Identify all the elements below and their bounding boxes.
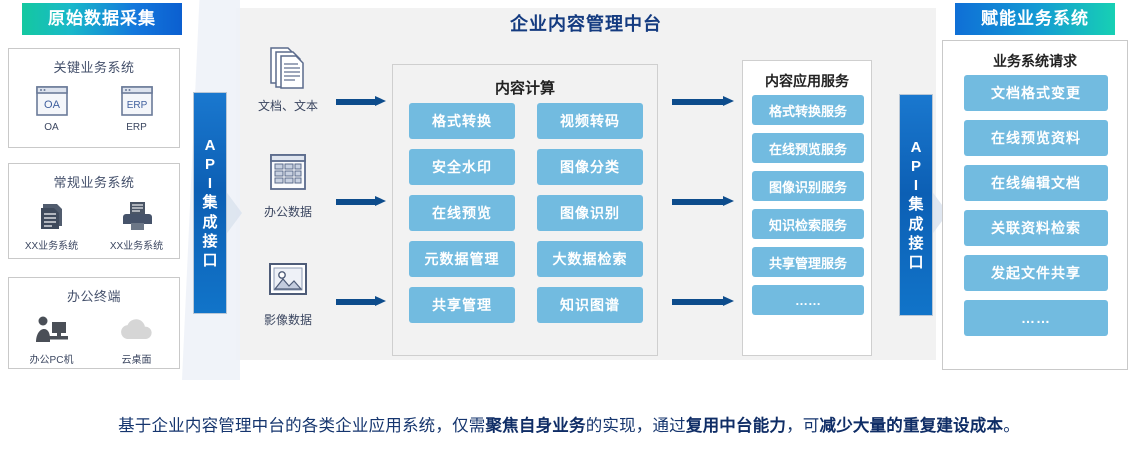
request-online-edit-document[interactable]: 在线编辑文档: [964, 165, 1108, 201]
documents-icon: [246, 42, 330, 94]
data-source-image-data: 影像数据: [246, 256, 330, 328]
source-item-oa: OA OA: [9, 82, 94, 133]
request-initiate-file-share[interactable]: 发起文件共享: [964, 255, 1108, 291]
request-online-preview-material[interactable]: 在线预览资料: [964, 120, 1108, 156]
tile-metadata-management[interactable]: 元数据管理: [409, 241, 515, 277]
summary-caption: 基于企业内容管理中台的各类企业应用系统，仅需聚焦自身业务的实现，通过复用中台能力…: [0, 412, 1138, 436]
api-char: 口: [908, 253, 924, 271]
data-source-label: 影像数据: [263, 313, 312, 327]
page-title: 企业内容管理中台: [510, 14, 662, 34]
source-group-title: 关键业务系统: [53, 60, 135, 75]
source-group-regular-business: 常规业务系统 XX业务系统: [8, 163, 180, 259]
api-integration-bar-left: A P I 集 成 接 口: [193, 92, 227, 314]
caption-bold-2: 复用中台能力: [685, 417, 787, 435]
api-char: P: [204, 156, 215, 174]
badge-empower-business-systems: 赋能业务系统: [955, 3, 1115, 35]
tile-video-transcode[interactable]: 视频转码: [537, 103, 643, 139]
service-share-management[interactable]: 共享管理服务: [752, 247, 864, 277]
api-char: 集: [202, 194, 218, 212]
service-knowledge-search[interactable]: 知识检索服务: [752, 209, 864, 239]
erp-window-icon: ERP: [94, 82, 179, 120]
content-computing-grid: 格式转换 视频转码 安全水印 图像分类 在线预览 图像识别 元数据管理 大数据检…: [409, 103, 643, 323]
tile-bigdata-search[interactable]: 大数据检索: [537, 241, 643, 277]
source-item-label: 云桌面: [121, 355, 152, 366]
source-item-office-pc: 办公PC机: [9, 311, 94, 366]
source-item-label: XX业务系统: [24, 241, 79, 252]
source-item-label: 办公PC机: [29, 355, 74, 366]
tile-share-management[interactable]: 共享管理: [409, 287, 515, 323]
image-icon: [246, 256, 330, 308]
tile-online-preview[interactable]: 在线预览: [409, 195, 515, 231]
business-system-requests-panel: 业务系统请求 文档格式变更 在线预览资料 在线编辑文档 关联资料检索 发起文件共…: [942, 40, 1128, 370]
business-system-requests-title: 业务系统请求: [993, 53, 1077, 69]
svg-text:ERP: ERP: [126, 100, 147, 111]
source-item-label: XX业务系统: [109, 241, 164, 252]
tile-knowledge-graph[interactable]: 知识图谱: [537, 287, 643, 323]
svg-text:OA: OA: [44, 99, 61, 111]
tile-security-watermark[interactable]: 安全水印: [409, 149, 515, 185]
request-related-material-search[interactable]: 关联资料检索: [964, 210, 1108, 246]
source-group-title: 常规业务系统: [53, 175, 135, 190]
arrow-documents-to-computing: [336, 96, 386, 107]
api-char: A: [204, 136, 216, 154]
arrow-image-to-computing: [336, 296, 386, 307]
data-source-documents: 文档、文本: [246, 42, 330, 114]
request-more[interactable]: ……: [964, 300, 1108, 336]
api-char: 接: [202, 232, 218, 250]
tile-image-recognition[interactable]: 图像识别: [537, 195, 643, 231]
tile-format-conversion[interactable]: 格式转换: [409, 103, 515, 139]
arrow-office-to-computing: [336, 196, 386, 207]
caption-part-2: 的实现，通过: [585, 417, 686, 435]
content-application-services-panel: 内容应用服务 格式转换服务 在线预览服务 图像识别服务 知识检索服务 共享管理服…: [742, 60, 872, 356]
caption-bold-1: 聚焦自身业务: [485, 417, 586, 435]
source-item-cloud-desktop: 云桌面: [94, 311, 179, 366]
source-group-title: 办公终端: [66, 289, 121, 304]
content-computing-panel: 内容计算 格式转换 视频转码 安全水印 图像分类 在线预览 图像识别 元数据管理…: [392, 64, 658, 356]
person-at-desk-icon: [9, 311, 94, 349]
tile-image-classification[interactable]: 图像分类: [537, 149, 643, 185]
api-char: 集: [908, 196, 924, 214]
api-char: I: [207, 175, 213, 193]
api-char: 接: [908, 234, 924, 252]
source-item-label: OA: [44, 122, 59, 133]
caption-part-3: ，可: [786, 417, 820, 435]
source-group-key-business: 关键业务系统 OA OA: [8, 48, 180, 148]
api-char: I: [913, 177, 919, 195]
caption-part-1: 基于企业内容管理中台的各类企业应用系统，仅需: [118, 417, 486, 435]
service-more[interactable]: ……: [752, 285, 864, 315]
content-computing-title: 内容计算: [494, 80, 555, 97]
service-online-preview[interactable]: 在线预览服务: [752, 133, 864, 163]
arrow-computing-to-services-2: [672, 196, 734, 207]
business-system-requests-list: 文档格式变更 在线预览资料 在线编辑文档 关联资料检索 发起文件共享 ……: [964, 75, 1108, 336]
content-application-services-list: 格式转换服务 在线预览服务 图像识别服务 知识检索服务 共享管理服务 ……: [752, 95, 864, 315]
arrow-computing-to-services-3: [672, 296, 734, 307]
data-source-label: 办公数据: [263, 205, 312, 219]
data-source-office-data: 办公数据: [246, 148, 330, 220]
printer-icon: [94, 197, 179, 235]
documents-stack-icon: [9, 197, 94, 235]
request-document-format-change[interactable]: 文档格式变更: [964, 75, 1108, 111]
api-char: 口: [202, 251, 218, 269]
service-format-conversion[interactable]: 格式转换服务: [752, 95, 864, 125]
source-item-business-system-1: XX业务系统: [9, 197, 94, 252]
api-char: 成: [908, 215, 924, 233]
oa-window-icon: OA: [9, 82, 94, 120]
source-item-erp: ERP ERP: [94, 82, 179, 133]
api-char: 成: [202, 213, 218, 231]
api-integration-bar-right: A P I 集 成 接 口: [899, 94, 933, 316]
content-application-services-title: 内容应用服务: [765, 73, 849, 89]
spreadsheet-icon: [246, 148, 330, 200]
caption-part-4: 。: [1003, 417, 1020, 435]
source-item-label: ERP: [126, 122, 147, 133]
source-item-business-system-2: XX业务系统: [94, 197, 179, 252]
badge-raw-data-collection: 原始数据采集: [22, 3, 182, 35]
cloud-icon: [94, 311, 179, 349]
data-source-label: 文档、文本: [257, 99, 318, 113]
service-image-recognition[interactable]: 图像识别服务: [752, 171, 864, 201]
source-group-office-terminal: 办公终端 办公PC机: [8, 277, 180, 369]
caption-bold-3: 减少大量的重复建设成本: [819, 417, 1004, 435]
api-char: A: [910, 138, 922, 156]
arrow-computing-to-services-1: [672, 96, 734, 107]
api-char: P: [910, 158, 921, 176]
